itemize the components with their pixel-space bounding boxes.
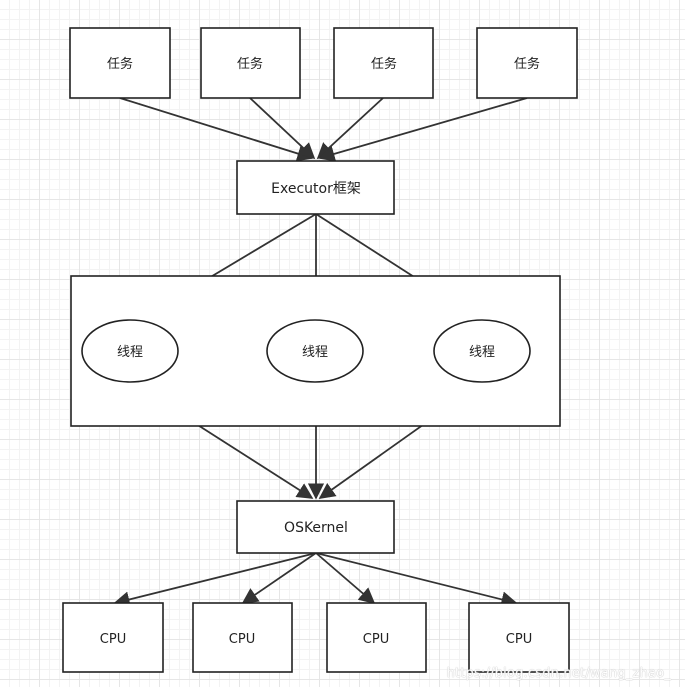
thread-node-3: 线程 [433,319,531,383]
task-label-2: 任务 [237,56,263,72]
executor-framework-label: Executor框架 [271,181,361,197]
cpu-box-2: CPU [192,602,293,673]
os-kernel-label: OSKernel [284,520,348,536]
edge-task4-framework [318,97,528,162]
cpu-label-1: CPU [100,632,126,647]
thread-node-2: 线程 [266,319,364,383]
cpu-box-1: CPU [62,602,164,673]
os-kernel-box: OSKernel [236,500,395,554]
edge-kernel-cpu2 [241,552,317,604]
task-box-4: 任务 [476,27,578,99]
edge-task1-framework [119,97,314,162]
task-label-1: 任务 [107,56,133,72]
watermark-text: https://blog.csdn.net/wang_zhao_ [446,666,671,681]
edge-task2-framework [249,97,316,160]
cpu-box-3: CPU [326,602,427,673]
task-box-1: 任务 [69,27,171,99]
thread-node-1: 线程 [81,319,179,383]
thread-label-2: 线程 [302,345,328,360]
executor-framework-box: Executor框架 [236,160,395,215]
cpu-label-2: CPU [229,632,255,647]
task-box-2: 任务 [200,27,301,99]
edge-kernel-cpu3 [315,552,376,605]
thread-label-3: 线程 [469,345,495,360]
edge-kernel-cpu4 [315,552,518,608]
task-label-4: 任务 [514,56,540,72]
cpu-label-3: CPU [363,632,389,647]
task-box-3: 任务 [333,27,434,99]
task-label-3: 任务 [371,56,397,72]
cpu-box-4: CPU [468,602,570,673]
cpu-label-4: CPU [506,632,532,647]
edge-kernel-cpu1 [113,552,317,608]
thread-label-1: 线程 [117,345,143,360]
